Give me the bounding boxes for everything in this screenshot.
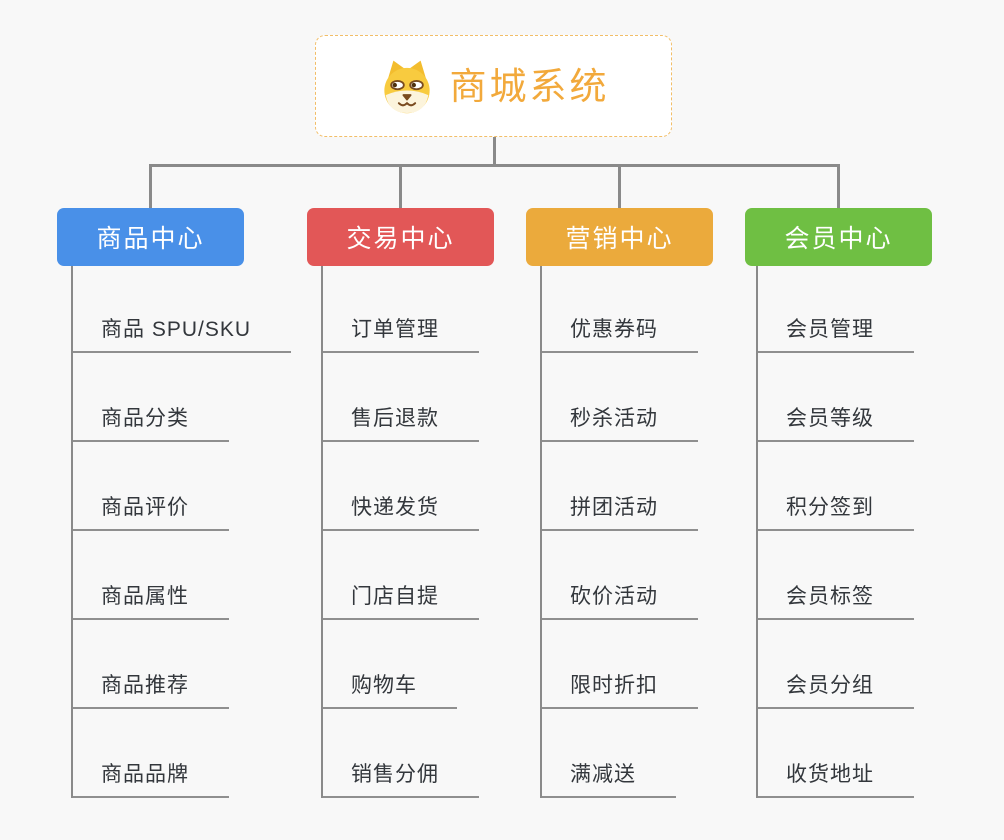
leaf-node[interactable]: 限时折扣: [542, 620, 698, 709]
leaf-node[interactable]: 购物车: [323, 620, 457, 709]
leaf-node[interactable]: 商品品牌: [73, 709, 229, 798]
leaf-node[interactable]: 商品评价: [73, 442, 229, 531]
leaf-node[interactable]: 会员分组: [758, 620, 914, 709]
leaf-node[interactable]: 会员标签: [758, 531, 914, 620]
branch-bus-line: [149, 164, 840, 208]
leaf-node[interactable]: 优惠券码: [542, 266, 698, 353]
root-node[interactable]: 商城系统: [315, 35, 672, 137]
leaf-node[interactable]: 砍价活动: [542, 531, 698, 620]
leaf-node[interactable]: 会员等级: [758, 353, 914, 442]
branch-header-label: 交易中心: [346, 225, 455, 253]
leaf-node[interactable]: 拼团活动: [542, 442, 698, 531]
branch-header-trade-center[interactable]: 交易中心: [307, 208, 494, 266]
branch-header-label: 会员中心: [784, 225, 893, 253]
leaf-node[interactable]: 快递发货: [323, 442, 479, 531]
leaf-node[interactable]: 商品 SPU/SKU: [73, 266, 292, 353]
leaf-node[interactable]: 商品推荐: [73, 620, 229, 709]
leaf-node[interactable]: 收货地址: [758, 709, 914, 798]
branch-header-label: 商品中心: [96, 225, 205, 253]
branch-column-product-center: 商品 SPU/SKU 商品分类 商品评价 商品属性 商品推荐 商品品牌: [71, 266, 292, 798]
leaf-node[interactable]: 积分签到: [758, 442, 914, 531]
leaf-node[interactable]: 订单管理: [323, 266, 479, 353]
branch-column-trade-center: 订单管理 售后退款 快递发货 门店自提 购物车 销售分佣: [321, 266, 479, 798]
root-title: 商城系统: [449, 65, 610, 107]
leaf-node[interactable]: 门店自提: [323, 531, 479, 620]
branch-header-product-center[interactable]: 商品中心: [57, 208, 244, 266]
branch-column-marketing-center: 优惠券码 秒杀活动 拼团活动 砍价活动 限时折扣 满减送: [540, 266, 698, 798]
leaf-node[interactable]: 满减送: [542, 709, 676, 798]
leaf-node[interactable]: 会员管理: [758, 266, 914, 353]
leaf-node[interactable]: 商品分类: [73, 353, 229, 442]
leaf-node[interactable]: 售后退款: [323, 353, 479, 442]
branch-header-marketing-center[interactable]: 营销中心: [526, 208, 713, 266]
leaf-node[interactable]: 销售分佣: [323, 709, 479, 798]
leaf-node[interactable]: 商品属性: [73, 531, 229, 620]
leaf-node[interactable]: 秒杀活动: [542, 353, 698, 442]
shiba-dog-icon: [383, 60, 430, 114]
branch-header-label: 营销中心: [565, 225, 674, 253]
branch-column-member-center: 会员管理 会员等级 积分签到 会员标签 会员分组 收货地址: [756, 266, 914, 798]
branch-header-member-center[interactable]: 会员中心: [745, 208, 932, 266]
